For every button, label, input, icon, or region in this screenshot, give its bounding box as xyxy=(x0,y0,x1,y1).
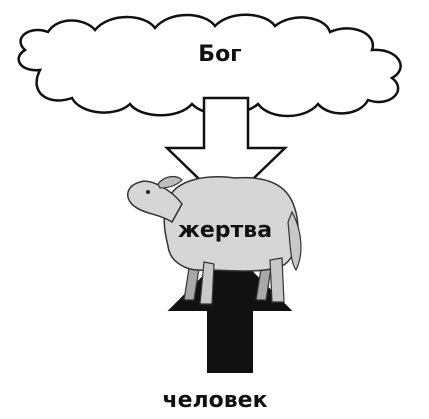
lamb-image xyxy=(127,175,302,305)
label-god: Бог xyxy=(198,42,242,67)
down-arrow xyxy=(163,96,289,207)
label-human: человек xyxy=(162,388,268,413)
label-sacrifice: жертва xyxy=(177,218,273,243)
cloud-shape xyxy=(17,13,402,118)
